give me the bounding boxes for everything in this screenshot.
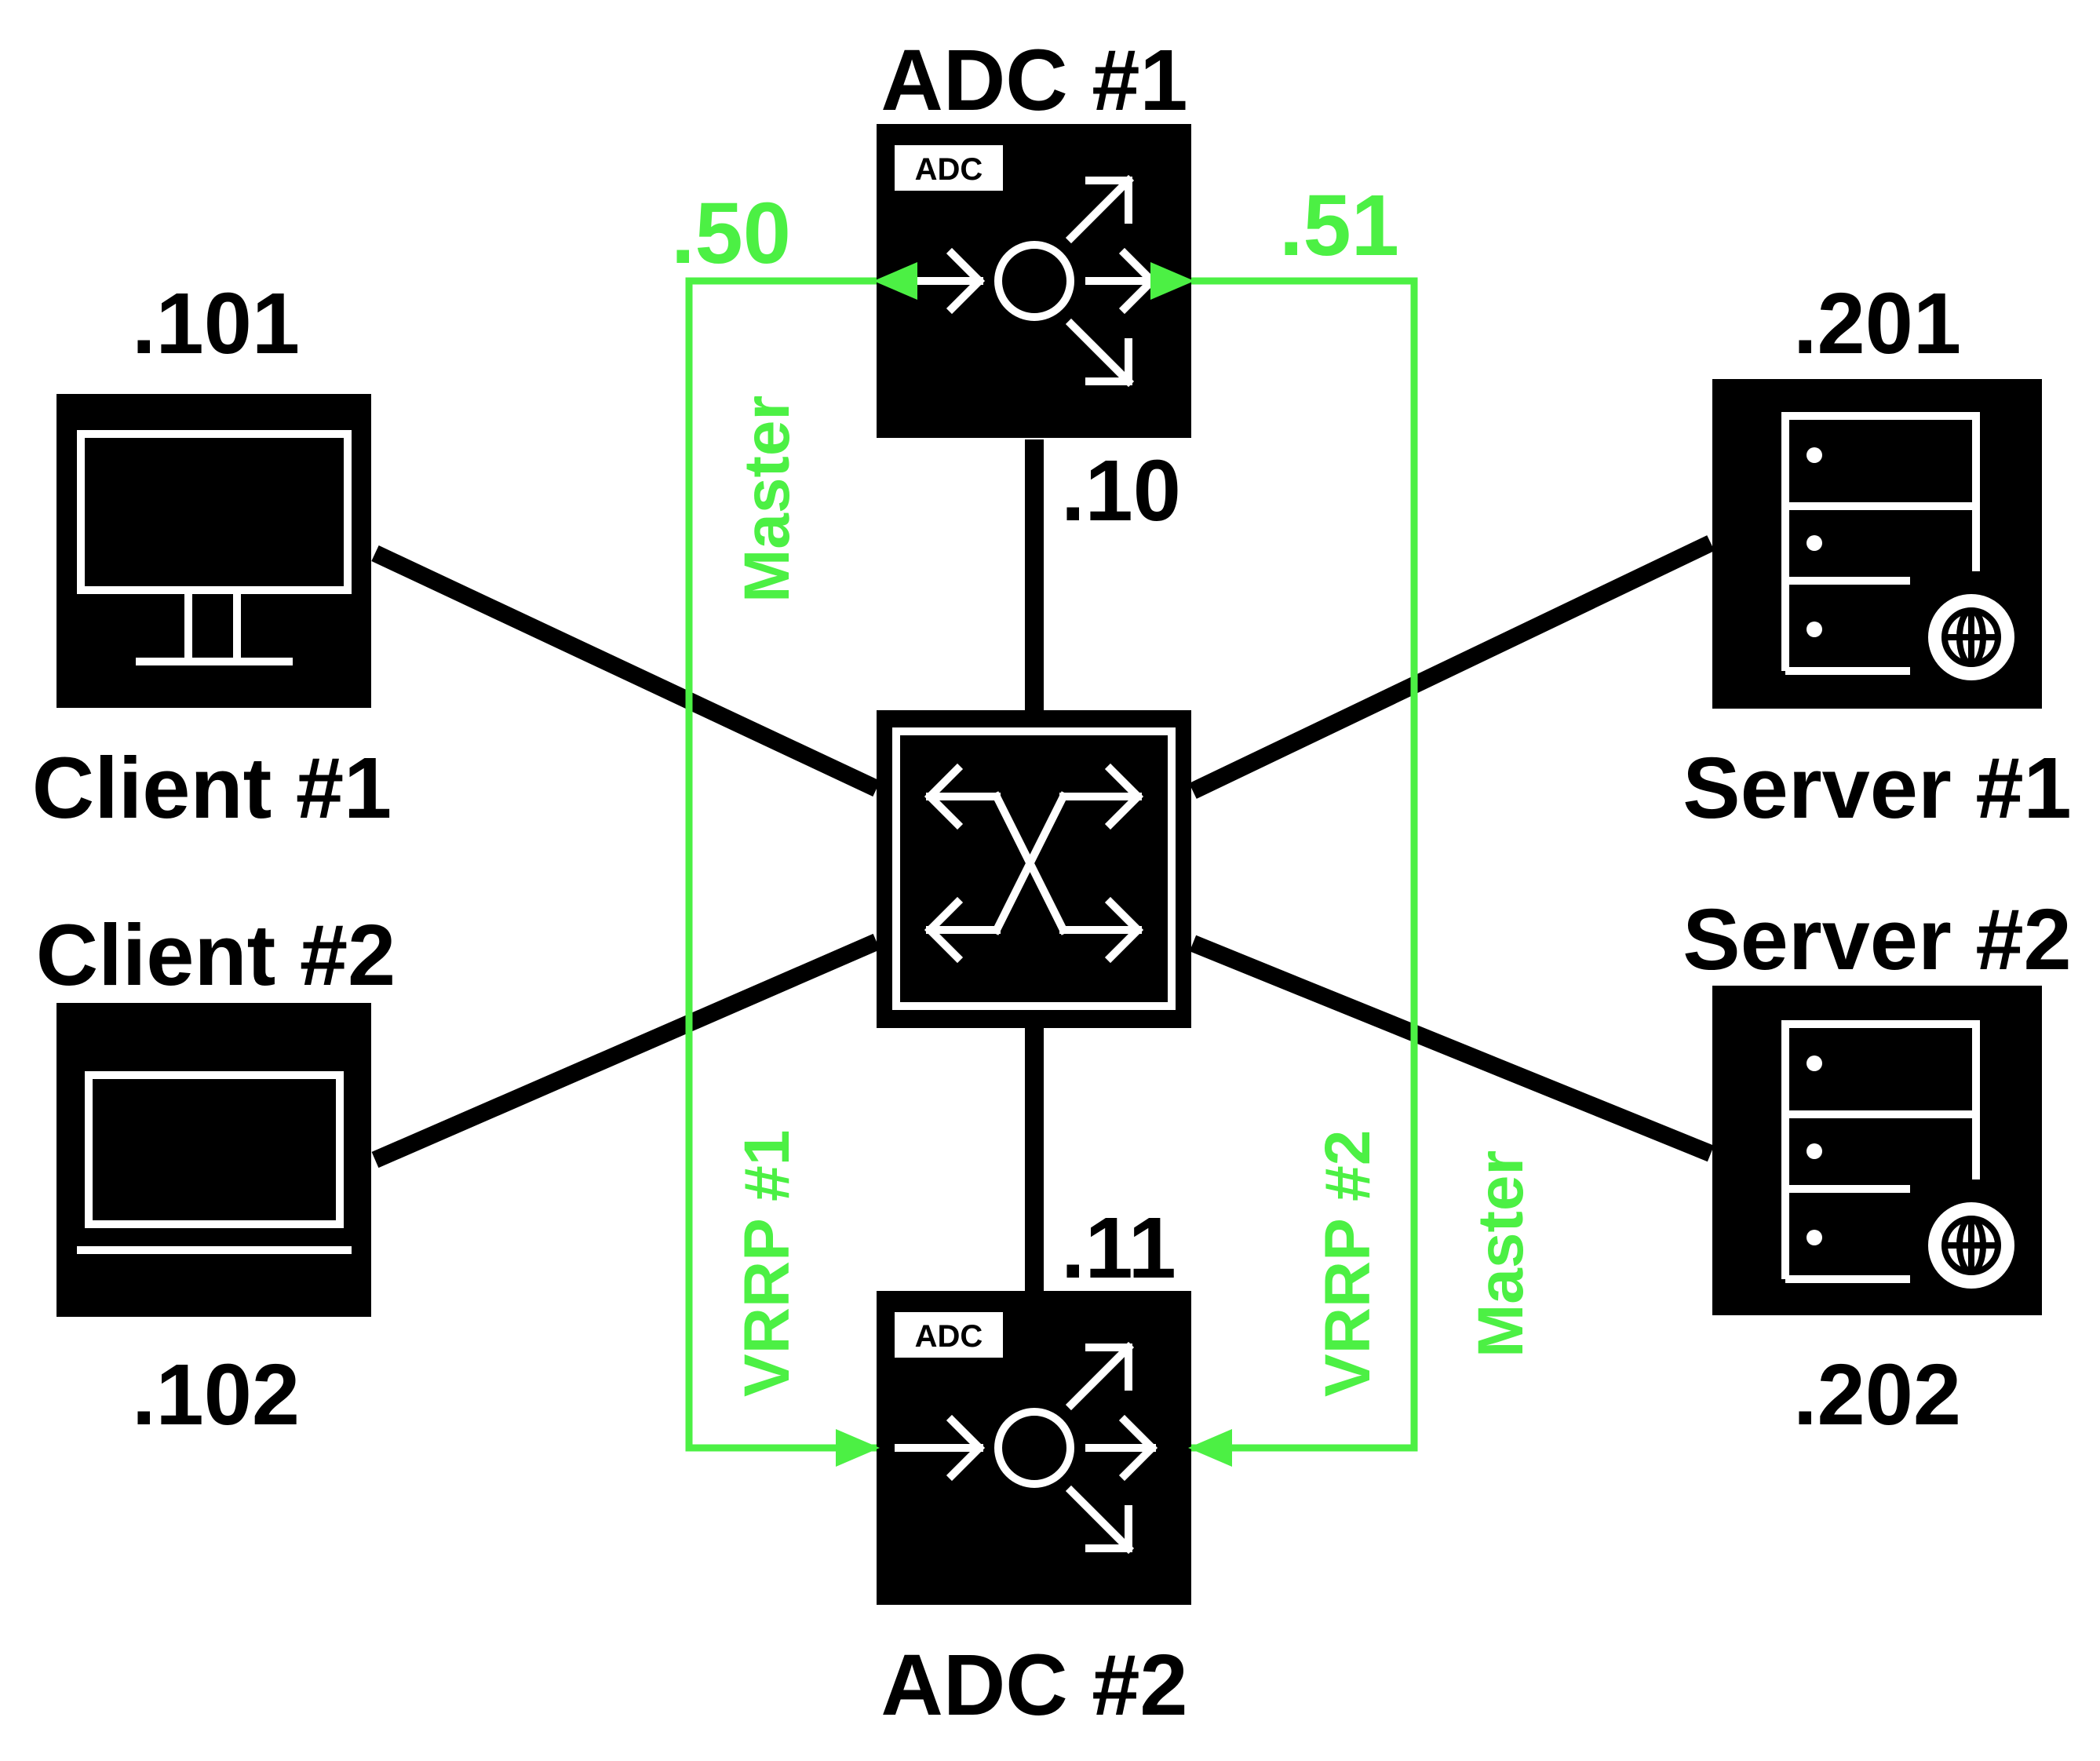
client1-device[interactable] [57,394,371,708]
client1-box [57,394,371,708]
vrrp2-link [1150,262,1418,1467]
laptop-icon [77,1071,352,1254]
server2-ip: .202 [1793,1347,1961,1443]
adc2-ip: .11 [1061,1200,1176,1296]
client2-device[interactable] [57,1003,371,1317]
vrrp1-link [685,262,917,1467]
server2-label: Server #2 [1683,891,2071,988]
adc2-device[interactable]: ADC [877,1291,1191,1605]
vrrp1-name: VRRP #1 [731,1130,803,1397]
link-client2-switch [371,933,880,1169]
adc1-badge [895,145,1003,191]
adc1-ip: .10 [1061,443,1181,539]
vrrp1-vip: .50 [671,185,791,282]
vrrp2-vip: .51 [1279,177,1399,274]
vrrp2-name: VRRP #2 [1312,1130,1384,1397]
vrrp1-group: .50 Master VRRP #1 [671,185,917,1467]
link-server2-switch [1189,935,1715,1162]
adc2-title: ADC #2 [880,1637,1187,1734]
desktop-monitor-icon [77,430,352,665]
network-links [371,439,1715,1291]
web-server-icon [1781,1020,2014,1289]
client2-ip: .102 [132,1347,300,1443]
web-server-icon [1781,412,2014,680]
adc1-device[interactable]: ADC [877,124,1191,438]
switch-device[interactable] [877,710,1191,1028]
client1-ip: .101 [132,275,300,372]
server2-device[interactable] [1712,986,2042,1315]
link-server1-switch [1189,535,1715,799]
server1-ip: .201 [1793,275,1961,372]
adc1-badge-text: ADC [915,152,983,187]
adc2-badge-text: ADC [915,1319,983,1354]
server1-label: Server #1 [1683,740,2071,837]
client2-box [57,1003,371,1317]
link-client1-switch [371,545,880,797]
adc1-title: ADC #1 [880,32,1187,129]
globe-icon [1928,594,2014,680]
client1-label: Client #1 [32,740,392,837]
vrrp1-role: Master [731,396,803,603]
switch-icon [924,763,1144,964]
client2-label: Client #2 [36,907,396,1004]
server1-device[interactable] [1712,379,2042,709]
globe-icon [1928,1202,2014,1289]
vrrp2-role: Master [1465,1150,1537,1358]
vrrp2-group: .51 VRRP #2 Master [1150,177,1537,1467]
